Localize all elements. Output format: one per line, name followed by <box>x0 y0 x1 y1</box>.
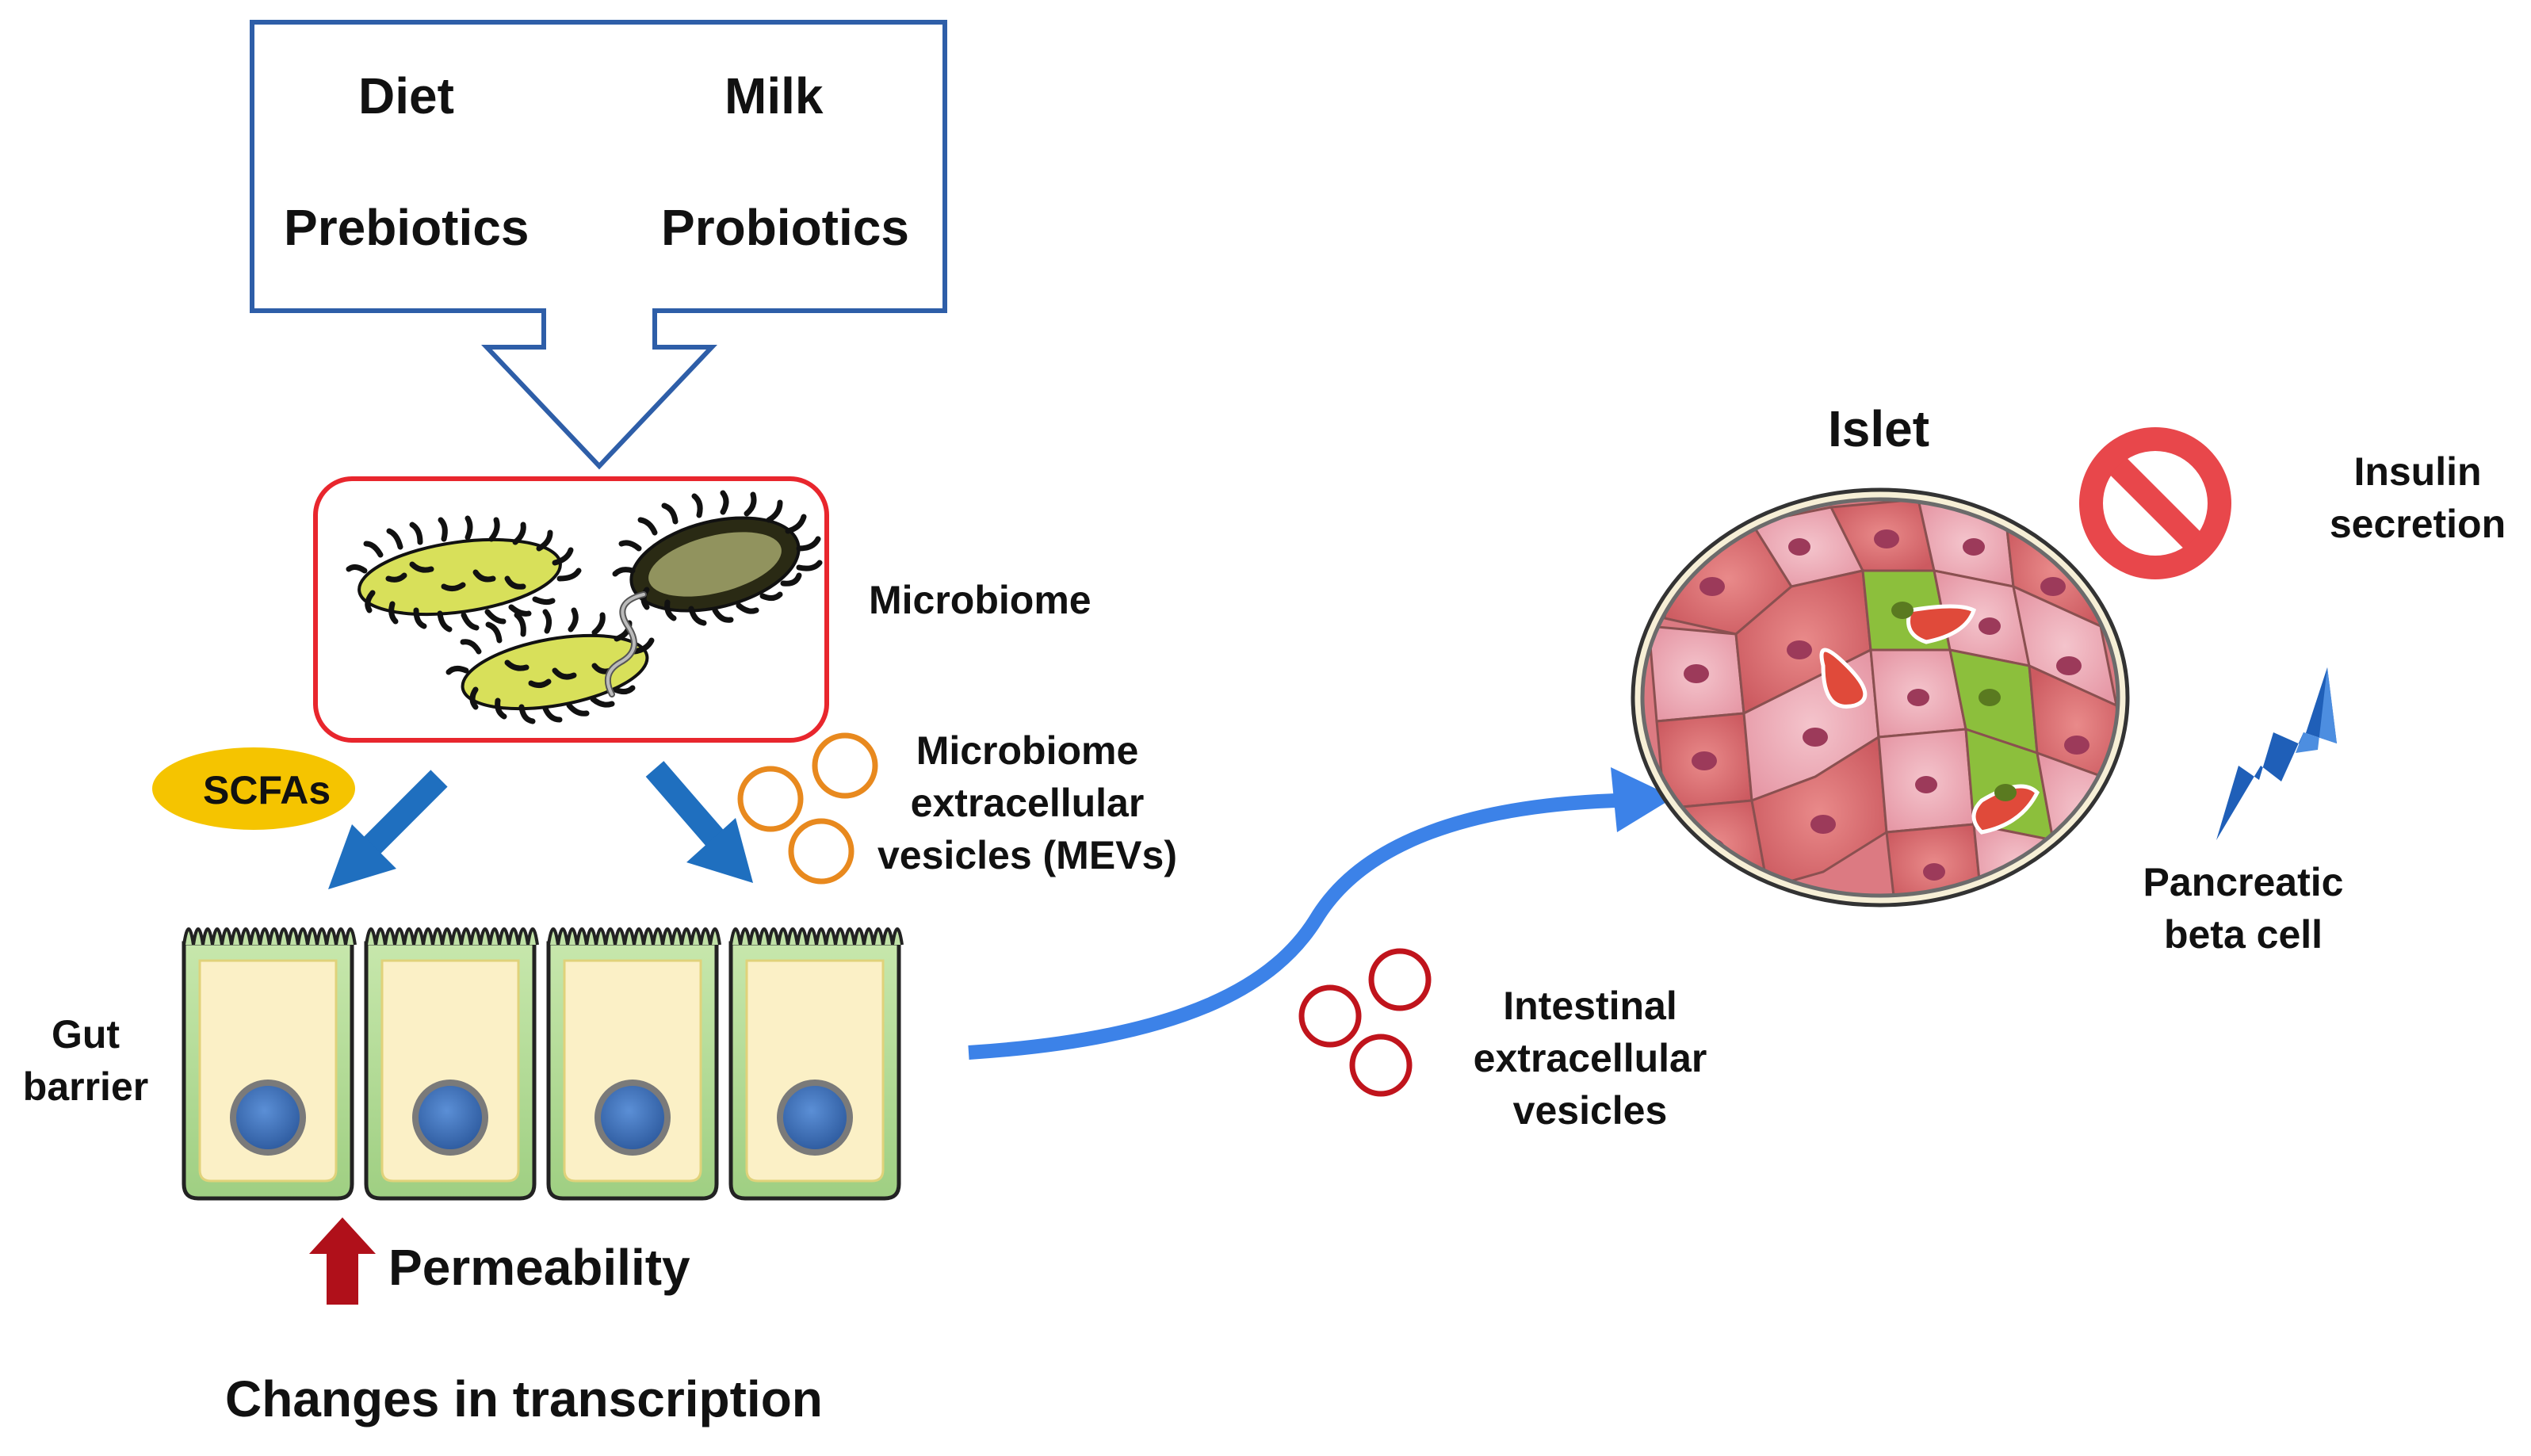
nucleus <box>595 1080 671 1156</box>
ievs-label: Intestinal extracellular vesicles <box>1455 980 1725 1137</box>
input-prebiotics: Prebiotics <box>284 199 530 256</box>
ievs-line-2: extracellular <box>1473 1036 1707 1080</box>
blue-arrow-right <box>645 761 753 883</box>
gut-barrier-label: Gut barrier <box>0 1008 171 1113</box>
beta-line-1: Pancreatic <box>2143 860 2344 904</box>
vesicle-icon <box>737 732 878 885</box>
gut-line-1: Gut <box>51 1012 120 1057</box>
transcription-label: Changes in transcription <box>225 1370 823 1427</box>
gut-line-2: barrier <box>22 1064 149 1109</box>
ievs-line-1: Intestinal <box>1503 984 1677 1028</box>
islet-icon <box>1631 487 2130 908</box>
input-callout-box <box>250 20 947 470</box>
mevs-line-3: vesicles (MEVs) <box>877 833 1177 877</box>
insulin-line-1: Insulin <box>2353 449 2482 494</box>
beta-cell-label: Pancreatic beta cell <box>2109 856 2378 961</box>
nucleus <box>412 1080 488 1156</box>
bacteria-icon <box>346 490 823 724</box>
lightning-icon <box>2216 667 2337 840</box>
input-diet: Diet <box>358 67 454 124</box>
input-probiotics: Probiotics <box>661 199 909 256</box>
scfa-ellipse <box>152 747 355 830</box>
ievs-line-3: vesicles <box>1512 1088 1668 1133</box>
beta-line-2: beta cell <box>2163 912 2323 957</box>
scfas-label: SCFAs <box>203 768 331 812</box>
nucleus <box>230 1080 306 1156</box>
blue-arrow-left <box>328 770 448 889</box>
gut-barrier-cells <box>182 927 904 1201</box>
permeability-label: Permeability <box>388 1239 690 1296</box>
microbiome-label: Microbiome <box>869 578 1092 622</box>
prohibited-icon <box>2079 427 2231 579</box>
up-arrow-icon <box>309 1217 376 1305</box>
vesicle-icon <box>1298 948 1432 1097</box>
insulin-line-2: secretion <box>2329 502 2506 546</box>
nucleus <box>777 1080 853 1156</box>
islet-label: Islet <box>1828 400 1930 457</box>
flow-arrow <box>968 767 1674 1060</box>
input-milk: Milk <box>725 67 824 124</box>
mevs-label: Microbiome extracellular vesicles (MEVs) <box>877 724 1178 881</box>
mevs-line-2: extracellular <box>910 781 1145 825</box>
mevs-line-1: Microbiome <box>916 728 1139 773</box>
insulin-secretion-label: Insulin secretion <box>2299 445 2531 550</box>
